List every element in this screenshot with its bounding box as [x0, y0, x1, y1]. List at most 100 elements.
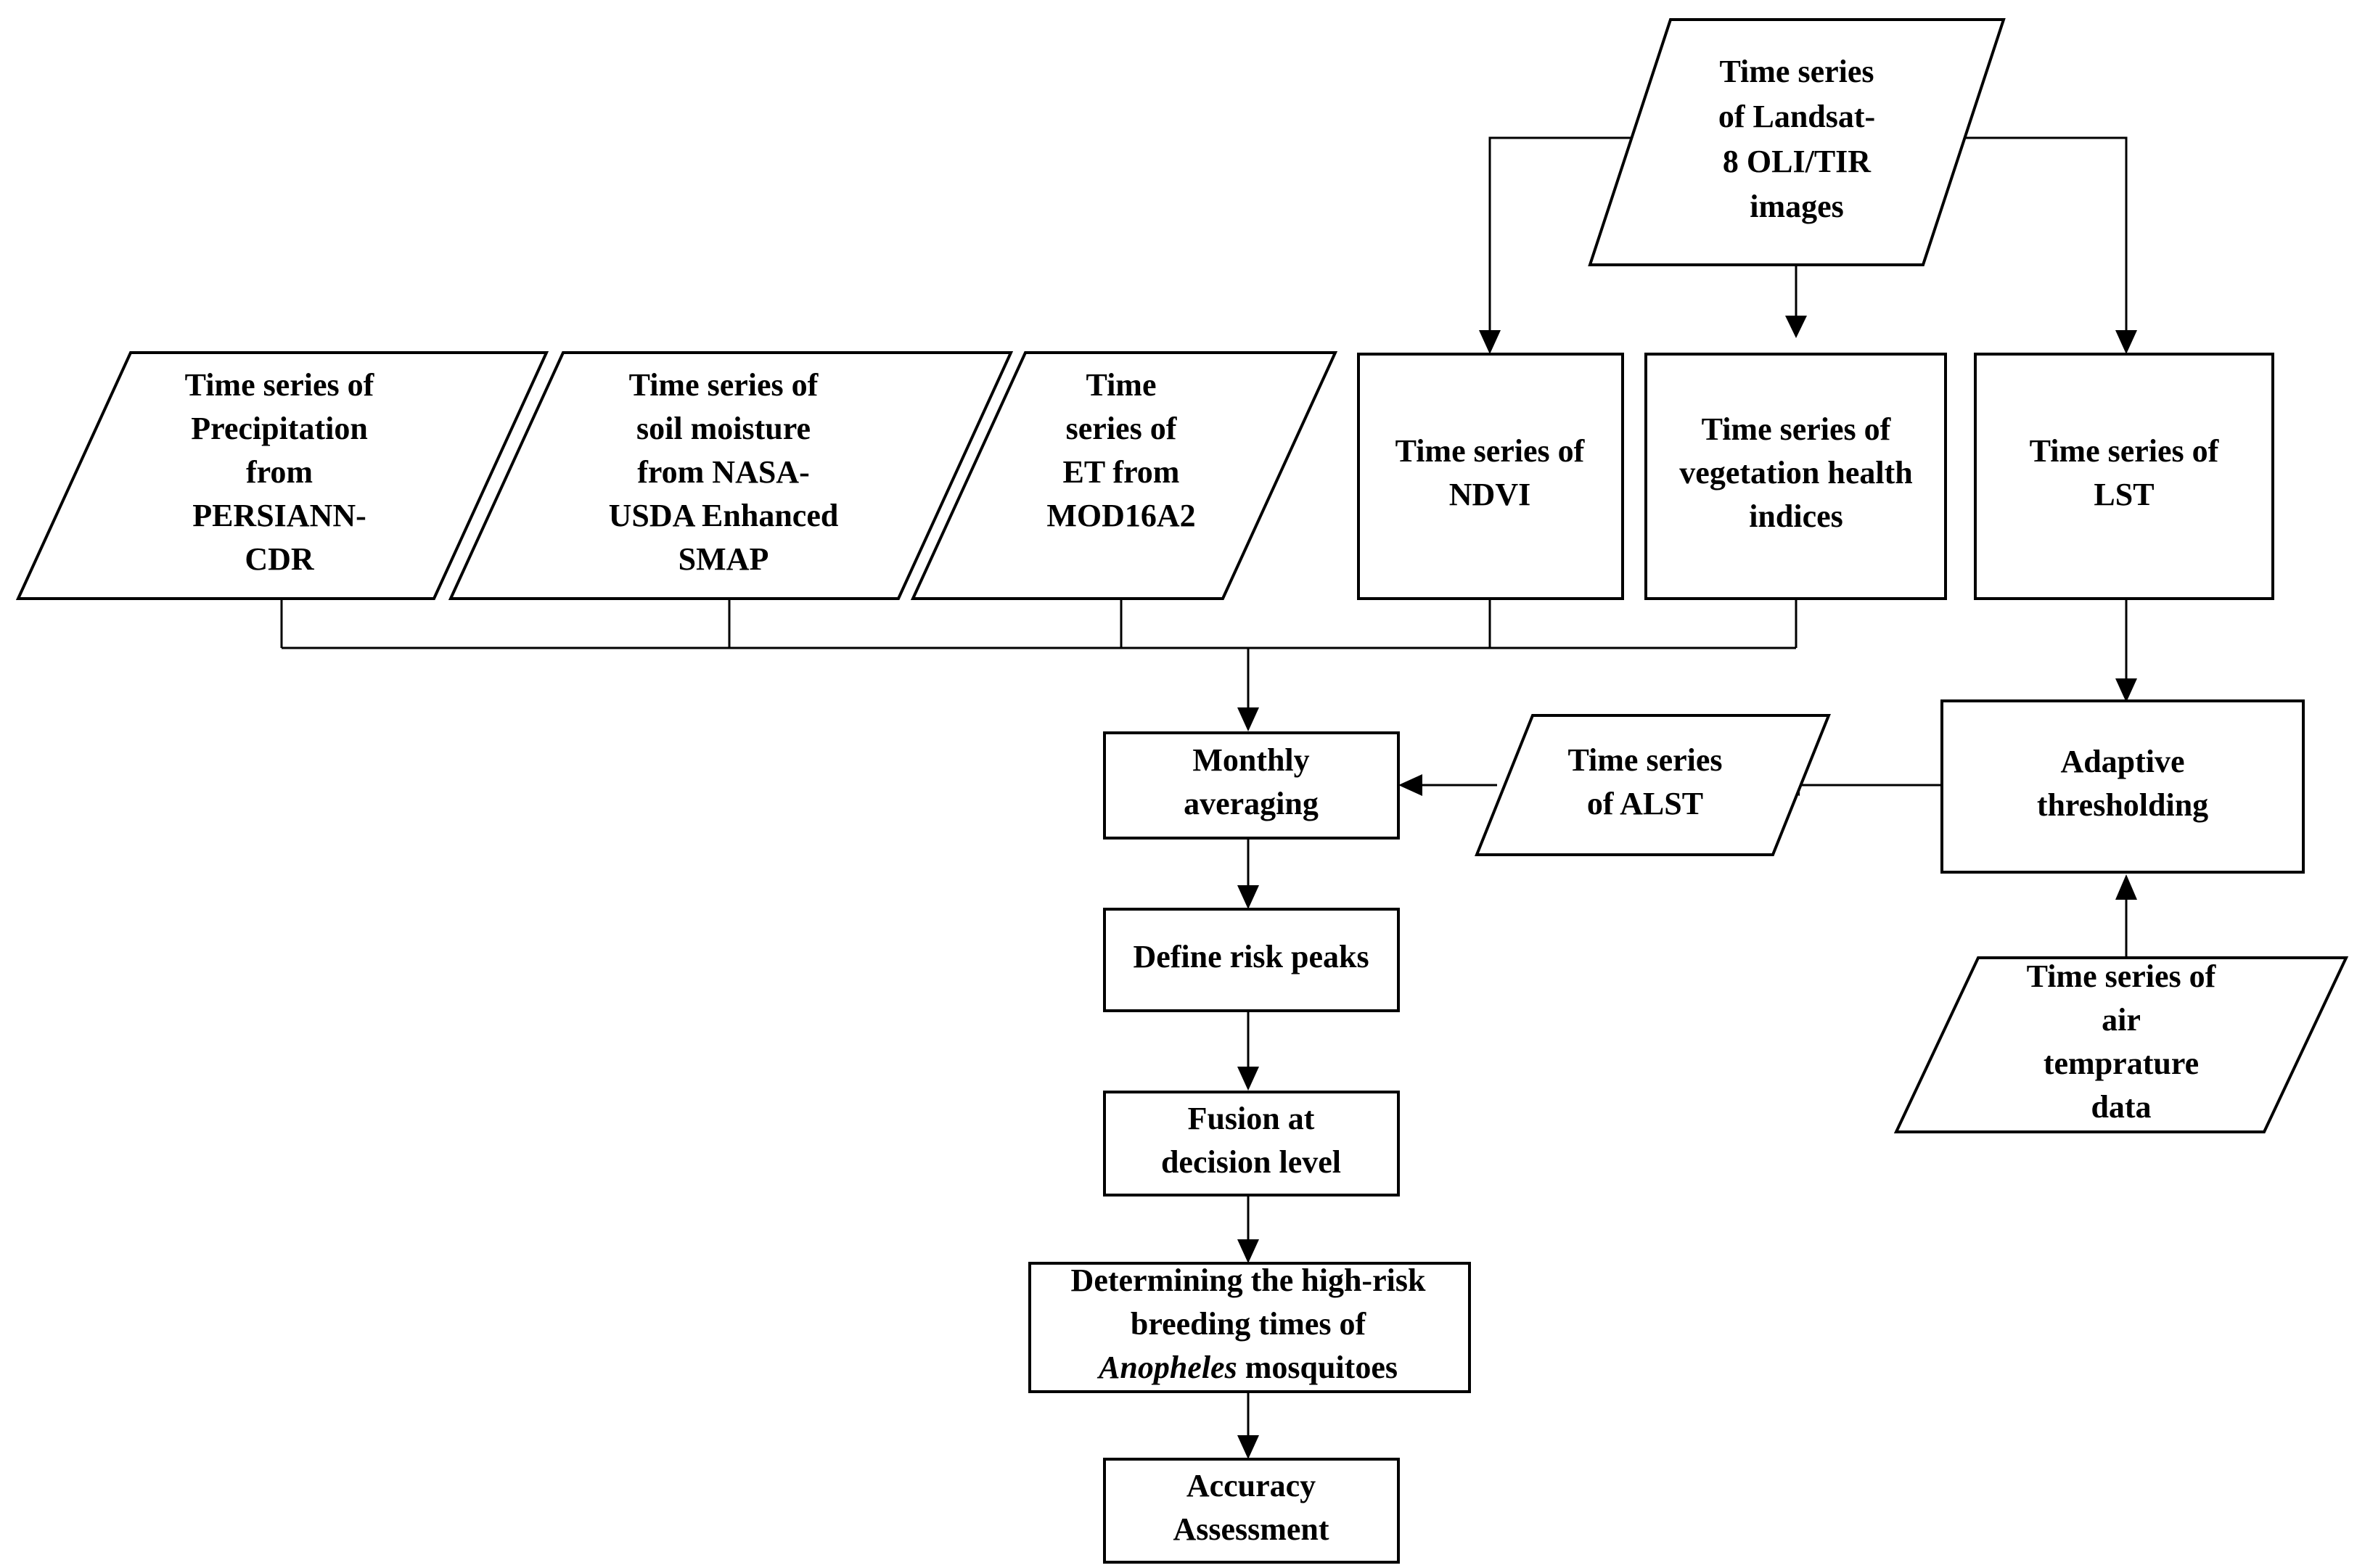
label-line: Determining the high-risk [1071, 1263, 1426, 1298]
box-monthly-averaging [1103, 731, 1400, 840]
label-line: soil moisture [636, 411, 811, 446]
label-line: SMAP [679, 541, 769, 577]
box-lst [1974, 353, 2274, 600]
label-line: Fusion at [1188, 1101, 1315, 1136]
arrowhead-fusion [1237, 1067, 1259, 1091]
label-line: Time series of [2030, 433, 2220, 469]
label-line: averaging [1184, 786, 1319, 821]
node-monthly-averaging: Monthly averaging [1103, 731, 1400, 840]
label-line: breeding times of [1131, 1306, 1367, 1342]
arrowhead-vhi [1785, 316, 1807, 338]
label-line: series of [1066, 411, 1178, 446]
label-line: Time series of [1702, 411, 1892, 447]
parallelogram-landsat [1588, 18, 2006, 266]
label-line: USDA Enhanced [609, 498, 839, 533]
node-adaptive-thresholding: Adaptive thresholding [1940, 699, 2305, 874]
label-vhi: Time series of vegetation health indices [1679, 411, 1912, 534]
label-line: CDR [245, 541, 315, 577]
parallelogram-soil-moisture [448, 351, 1014, 600]
label-line: ET from [1063, 454, 1180, 490]
label-italic-word: Anopheles [1096, 1350, 1237, 1385]
label-line: data [2091, 1089, 2151, 1125]
node-soil-moisture: Time series of soil moisture from NASA- USD… [448, 351, 1014, 600]
box-fusion [1103, 1091, 1400, 1196]
node-define-risk-peaks: Define risk peaks [1103, 908, 1400, 1012]
connector-landsat-ndvi [1488, 136, 1643, 330]
label-line: decision level [1161, 1144, 1341, 1180]
node-air-temperature: Time series of air temprature data [1893, 956, 2349, 1133]
arrowhead-lst [2115, 330, 2137, 354]
parallelogram-et [910, 351, 1338, 600]
label-line: from [246, 454, 313, 490]
label-line: Time series of [185, 367, 375, 403]
node-lst: Time series of LST [1974, 353, 2274, 600]
arrowhead-adaptive-up [2115, 874, 2137, 900]
label-line: NDVI [1449, 477, 1530, 512]
node-high-risk: Determining the high-risk breeding times … [1028, 1262, 1471, 1393]
arrowhead-ndvi [1479, 330, 1501, 354]
label-line: vegetation health [1679, 455, 1912, 490]
node-vhi: Time series of vegetation health indices [1644, 353, 1947, 600]
arrowhead-adaptive [2115, 678, 2137, 702]
label-line: of Landsat- [1718, 99, 1875, 134]
label-line: Adaptive [2060, 744, 2184, 779]
label-line: Accuracy [1186, 1468, 1316, 1503]
arrowhead-monthly-left [1398, 774, 1422, 796]
label-line: Time series of [1395, 433, 1586, 469]
label-high-risk: Determining the high-risk breeding times … [1071, 1263, 1426, 1385]
label-line: Time series of [2027, 959, 2217, 994]
label-ndvi: Time series of NDVI [1395, 433, 1586, 512]
label-line: Assessment [1173, 1511, 1329, 1547]
arrowhead-monthly [1237, 707, 1259, 731]
label-alst: Time series of ALST [1567, 742, 1722, 821]
label-line: Time series [1719, 54, 1874, 89]
node-fusion: Fusion at decision level [1103, 1091, 1400, 1196]
label-line: indices [1749, 498, 1843, 534]
label-lst: Time series of LST [2030, 433, 2220, 512]
box-ndvi [1357, 353, 1624, 600]
label-line: Time series [1567, 742, 1722, 778]
connectors [280, 136, 2128, 1435]
parallelogram-alst [1475, 714, 1831, 856]
label-line: Time [1086, 367, 1157, 403]
arrowhead-define [1237, 885, 1259, 909]
label-landsat: Time series of Landsat- 8 OLI/TIR images [1718, 54, 1875, 224]
node-ndvi: Time series of NDVI [1357, 353, 1624, 600]
label-line: mosquitoes [1237, 1350, 1398, 1385]
label-line: of ALST [1587, 786, 1703, 821]
label-line: PERSIANN- [192, 498, 366, 533]
label-define-risk-peaks: Define risk peaks [1133, 939, 1369, 974]
node-alst: Time series of ALST [1475, 714, 1831, 856]
label-line: temprature [2044, 1046, 2199, 1081]
label-line: Time series of [629, 367, 819, 403]
connector-landsat-lst [1946, 136, 2128, 330]
arrowhead-highrisk [1237, 1239, 1259, 1263]
parallelogram-air-temperature [1893, 956, 2349, 1133]
label-line: from NASA- [637, 454, 810, 490]
label-line: MOD16A2 [1046, 498, 1195, 533]
label-line: 8 OLI/TIR [1723, 144, 1872, 179]
label-adaptive-thresholding: Adaptive thresholding [2037, 744, 2208, 823]
box-adaptive-thresholding [1940, 699, 2305, 874]
label-air-temperature: Time series of air temprature data [2027, 959, 2217, 1125]
label-line: air [2102, 1002, 2141, 1038]
box-accuracy [1103, 1458, 1400, 1564]
label-line: LST [2094, 477, 2154, 512]
label-line: Monthly [1192, 742, 1309, 778]
label-fusion: Fusion at decision level [1161, 1101, 1341, 1180]
box-define-risk-peaks [1103, 908, 1400, 1012]
label-line: images [1750, 189, 1844, 224]
node-landsat: Time series of Landsat- 8 OLI/TIR images [1588, 18, 2006, 266]
label-monthly-averaging: Monthly averaging [1184, 742, 1319, 821]
label-soil-moisture: Time series of soil moisture from NASA- USD… [609, 367, 839, 577]
label-line: thresholding [2037, 787, 2208, 823]
label-line: Precipitation [191, 411, 368, 446]
arrowhead-accuracy [1237, 1435, 1259, 1459]
label-line: Define risk peaks [1133, 939, 1369, 974]
